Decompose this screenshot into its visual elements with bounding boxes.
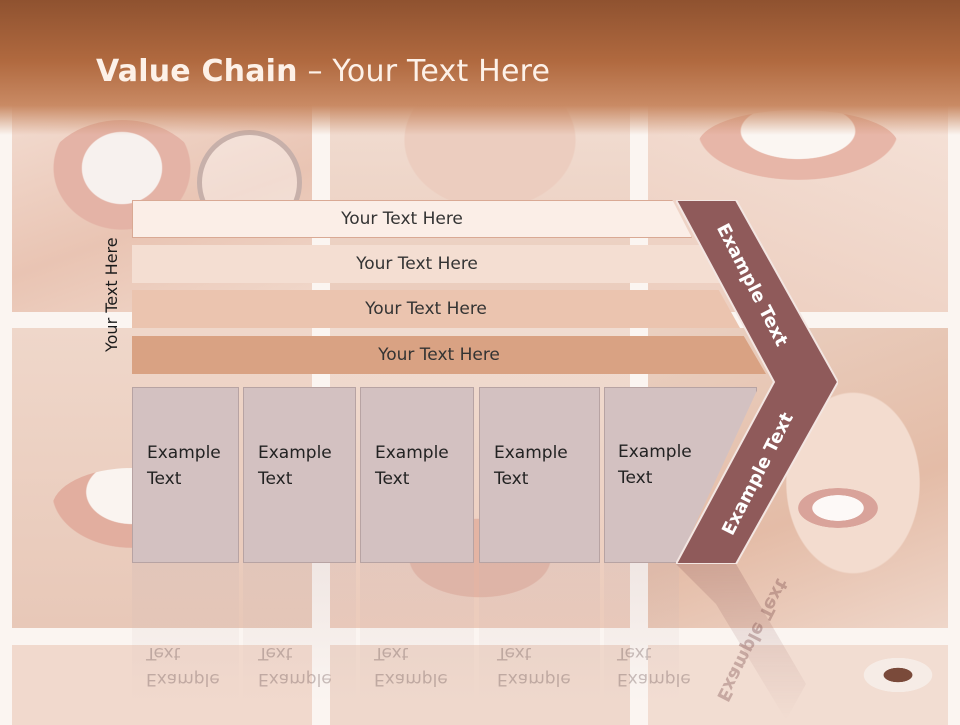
- value-box-5-line2: Text: [618, 468, 653, 488]
- bar-3: Your Text Here: [132, 290, 740, 328]
- box-reflection: [243, 563, 356, 703]
- bar-2-label: Your Text Here: [356, 254, 478, 274]
- value-chain-chevron: [676, 200, 838, 564]
- box-reflection: [479, 563, 600, 703]
- slide-title-rest: – Your Text Here: [297, 54, 551, 89]
- value-box-3-line1: Example: [375, 443, 449, 463]
- bar-4: Your Text Here: [132, 336, 766, 374]
- value-box-2-line2: Text: [258, 469, 293, 489]
- bar-1: Your Text Here: [132, 200, 692, 238]
- side-vertical-label: Your Text Here: [102, 237, 121, 352]
- chevron-reflection: [676, 564, 806, 720]
- box-reflection: [360, 563, 474, 703]
- bar-3-label: Your Text Here: [365, 299, 487, 319]
- value-box-2-line1: Example: [258, 443, 332, 463]
- value-box-1-line1: Example: [147, 443, 221, 463]
- slide-title-bold: Value Chain: [96, 54, 298, 89]
- box-reflection: [604, 563, 679, 703]
- title-band: [0, 0, 960, 135]
- bar-1-label: Your Text Here: [341, 209, 463, 229]
- value-box-1-line2: Text: [147, 469, 182, 489]
- box-reflection: [132, 563, 239, 703]
- value-box-4-line2: Text: [494, 469, 529, 489]
- photo-tile: [330, 645, 630, 725]
- photo-tile: [12, 645, 312, 725]
- slide-title: Value Chain – Your Text Here: [96, 54, 550, 89]
- bar-2: Your Text Here: [132, 245, 722, 283]
- chevron-shape: [676, 200, 838, 564]
- bar-4-label: Your Text Here: [378, 345, 500, 365]
- value-box-4-line1: Example: [494, 443, 568, 463]
- value-box-5-line1: Example: [618, 442, 692, 462]
- value-box-3-line2: Text: [375, 469, 410, 489]
